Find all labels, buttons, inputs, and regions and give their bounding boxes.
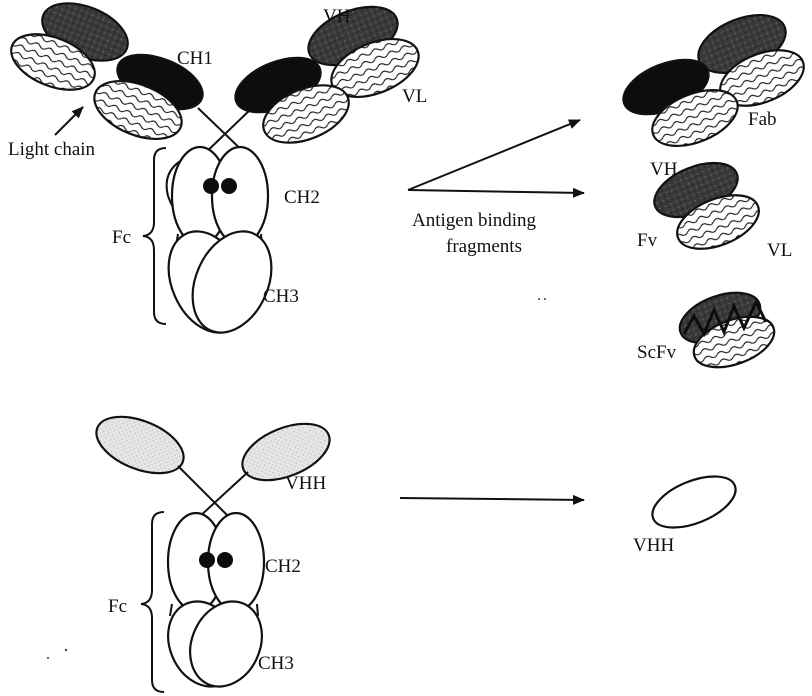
- scan-speck: [538, 298, 540, 300]
- scan-speck: [65, 649, 67, 651]
- arrow-to-fv: [408, 190, 584, 193]
- scan-speck: [544, 298, 546, 300]
- fv-vh-label: VH: [650, 159, 678, 180]
- arrow-to-vhh: [400, 498, 584, 500]
- vl-label: VL: [402, 86, 427, 107]
- conventional-antibody: CH1 VH VL Light chain CH2 CH3 Fc: [3, 0, 427, 345]
- hcab-ch3-label: CH3: [258, 653, 294, 674]
- antigen-binding-label-line1: Antigen binding: [412, 210, 537, 231]
- hcab-ch2-label: CH2: [265, 556, 301, 577]
- hcab-glycan-dot-right: [217, 552, 233, 568]
- hcab-ch2-ch3-link-left: [170, 604, 172, 616]
- fc-brace: [143, 148, 166, 324]
- scfv-fragment: ScFv: [637, 283, 781, 377]
- fab-fragment: Fab: [616, 4, 812, 158]
- antigen-binding-label-line2: fragments: [446, 236, 522, 257]
- light-chain-label: Light chain: [8, 139, 96, 160]
- scan-speck: [47, 657, 49, 659]
- fv-vl-label: VL: [767, 240, 792, 261]
- vhh-nanobody-domain: [645, 466, 742, 538]
- fragmentation-arrows: Antigen binding fragments: [408, 120, 584, 257]
- hcab-fc-label: Fc: [108, 596, 127, 617]
- fv-fragment: VH Fv VL: [637, 152, 792, 261]
- glycan-dot-right: [221, 178, 237, 194]
- glycan-dot-left: [203, 178, 219, 194]
- scfv-label: ScFv: [637, 342, 677, 363]
- hcab-ch2-domain-right: [208, 513, 264, 611]
- ch2-domain-right: [212, 147, 268, 245]
- light-chain-pointer: [55, 107, 83, 135]
- hcab-hinge-line-left: [178, 466, 230, 518]
- hcab-fc-brace: [141, 512, 164, 692]
- vhh-nanobody-label: VHH: [633, 535, 674, 556]
- fc-label: Fc: [112, 227, 131, 248]
- ch2-label: CH2: [284, 187, 320, 208]
- hcab-vhh-label: VHH: [285, 473, 326, 494]
- hcab-glycan-dot-left: [199, 552, 215, 568]
- vh-label: VH: [323, 6, 351, 27]
- nanobody: VHH: [633, 466, 743, 556]
- fv-label: Fv: [637, 230, 658, 251]
- vhh-domain-left: [88, 406, 191, 485]
- ch3-label: CH3: [263, 286, 299, 307]
- arrow-to-fab: [408, 120, 580, 190]
- fab-label: Fab: [748, 109, 777, 130]
- ch1-label: CH1: [177, 48, 213, 69]
- heavy-chain-antibody: VHH CH2 CH3 Fc: [88, 406, 337, 696]
